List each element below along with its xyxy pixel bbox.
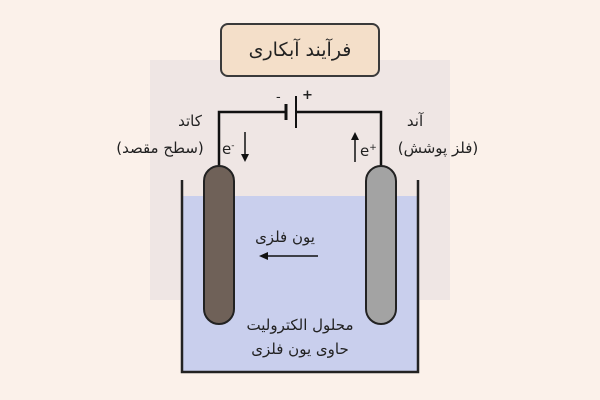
cathode-wire <box>217 110 286 168</box>
beaker <box>180 180 420 374</box>
solution-label-line1: محلول الکترولیت <box>246 316 354 334</box>
anode-label: آند <box>406 112 424 130</box>
battery-positive-sign: + <box>302 88 313 103</box>
electron-symbol: e <box>360 142 370 160</box>
anode-rod <box>365 165 397 325</box>
anode-electron-arrow <box>351 132 359 162</box>
anode-electron-label: e+ <box>360 142 377 160</box>
cathode-label: کاتد <box>178 112 202 130</box>
electron-symbol: e <box>222 140 232 158</box>
electron-charge: + <box>369 143 377 153</box>
solution-label-line2: حاوی یون فلزی <box>251 340 349 358</box>
battery-negative-sign: - <box>276 90 281 105</box>
metal-ion-label: یون فلزی <box>255 228 315 246</box>
anode-note: (فلز پوشش) <box>397 139 479 157</box>
cathode-electron-label: e- <box>222 140 234 158</box>
electron-charge: - <box>231 141 235 151</box>
cathode-electron-arrow <box>241 132 249 162</box>
anode-wire <box>296 110 383 168</box>
cathode-rod <box>203 165 235 325</box>
ion-migration-arrow <box>259 252 318 260</box>
cathode-note: (سطح مقصد) <box>116 139 204 157</box>
page-title: فرآیند آبکاری <box>220 23 380 77</box>
battery <box>284 96 297 128</box>
